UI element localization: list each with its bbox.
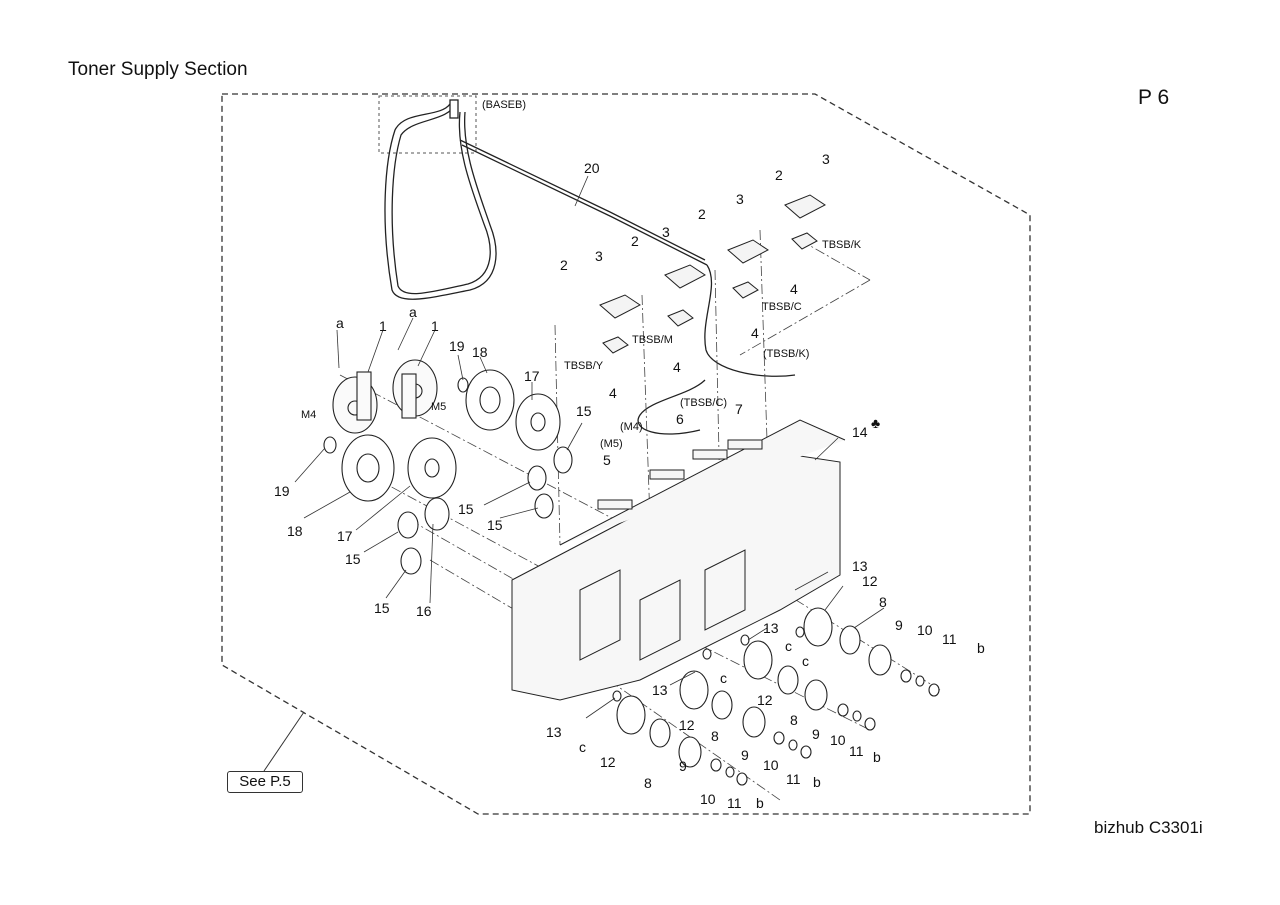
label-c: c: [720, 670, 727, 686]
label-a: a: [336, 315, 344, 331]
label-19: 19: [274, 483, 290, 499]
label-b: b: [756, 795, 764, 811]
label-11: 11: [786, 771, 801, 787]
label-c: c: [785, 638, 792, 654]
label-11: 11: [727, 795, 742, 811]
label-15: 15: [345, 551, 361, 567]
label-tbsb-m: TBSB/M: [632, 334, 673, 346]
label-13: 13: [546, 724, 562, 740]
label-tbsb-c-conn: (TBSB/C): [680, 397, 727, 409]
label-7: 7: [735, 401, 743, 417]
label-15: 15: [458, 501, 474, 517]
toner-supply-frame: [511, 419, 846, 701]
label-club: ♣: [871, 415, 880, 431]
label-12: 12: [862, 573, 878, 589]
label-12: 12: [757, 692, 773, 708]
label-20: 20: [584, 160, 600, 176]
coupling-parts: [612, 607, 940, 786]
label-13: 13: [852, 558, 868, 574]
label-b: b: [873, 749, 881, 765]
label-11: 11: [942, 631, 957, 647]
label-9: 9: [895, 617, 903, 633]
assembly-boundary: [221, 93, 1031, 815]
label-4: 4: [609, 385, 617, 401]
label-15: 15: [374, 600, 390, 616]
part-labels: (BASEB) 20 3 2 3 2 3 2 3 2 TBSB/K 4 TBSB…: [274, 99, 985, 811]
label-4: 4: [790, 281, 798, 297]
label-17: 17: [337, 528, 353, 544]
label-8: 8: [790, 712, 798, 728]
baseb-box: [378, 95, 477, 154]
label-m5-conn: (M5): [600, 438, 623, 450]
label-2: 2: [698, 206, 706, 222]
tbsb-boards: [599, 194, 826, 354]
label-a: a: [409, 304, 417, 320]
label-2: 2: [775, 167, 783, 183]
page-title: Toner Supply Section: [68, 59, 248, 80]
see-page-link[interactable]: See P.5: [227, 771, 303, 793]
label-9: 9: [812, 726, 820, 742]
label-tbsb-c: TBSB/C: [762, 301, 802, 313]
label-18: 18: [287, 523, 303, 539]
label-c: c: [802, 653, 809, 669]
label-4: 4: [751, 325, 759, 341]
label-19: 19: [449, 338, 465, 354]
label-15: 15: [576, 403, 592, 419]
label-3: 3: [662, 224, 670, 240]
label-tbsb-y: TBSB/Y: [564, 360, 604, 372]
label-12: 12: [679, 717, 695, 733]
label-baseb: (BASEB): [482, 99, 526, 111]
label-leaders: [294, 317, 885, 719]
label-10: 10: [700, 791, 716, 807]
label-2: 2: [560, 257, 568, 273]
label-13: 13: [652, 682, 668, 698]
model-name: bizhub C3301i: [1094, 818, 1203, 837]
label-9: 9: [741, 747, 749, 763]
label-12: 12: [600, 754, 616, 770]
label-tbsb-k: TBSB/K: [822, 239, 862, 251]
label-10: 10: [763, 757, 779, 773]
label-1: 1: [379, 318, 387, 334]
gears: [323, 369, 573, 575]
label-b: b: [977, 640, 985, 656]
label-10: 10: [830, 732, 846, 748]
label-3: 3: [736, 191, 744, 207]
leader-20: [574, 175, 589, 207]
label-8: 8: [711, 728, 719, 744]
label-16: 16: [416, 603, 432, 619]
label-10: 10: [917, 622, 933, 638]
label-3: 3: [822, 151, 830, 167]
label-13: 13: [763, 620, 779, 636]
label-14: 14: [852, 424, 868, 440]
label-6: 6: [676, 411, 684, 427]
label-motor-m5: M5: [431, 401, 446, 413]
motor-assemblies: [332, 359, 438, 434]
label-m4-conn: (M4): [620, 421, 643, 433]
label-motor-m4: M4: [301, 409, 316, 421]
label-5: 5: [603, 452, 611, 468]
label-2: 2: [631, 233, 639, 249]
label-4: 4: [673, 359, 681, 375]
label-18: 18: [472, 344, 488, 360]
wire-harness: [384, 99, 796, 435]
see-ref-leader: [263, 711, 305, 772]
label-c: c: [579, 739, 586, 755]
label-17: 17: [524, 368, 540, 384]
label-11: 11: [849, 743, 864, 759]
label-8: 8: [879, 594, 887, 610]
page-number: P 6: [1138, 86, 1170, 109]
label-b: b: [813, 774, 821, 790]
label-tbsb-k-conn: (TBSB/K): [763, 348, 809, 360]
label-15: 15: [487, 517, 503, 533]
label-9: 9: [679, 758, 687, 774]
label-3: 3: [595, 248, 603, 264]
label-8: 8: [644, 775, 652, 791]
label-1: 1: [431, 318, 439, 334]
